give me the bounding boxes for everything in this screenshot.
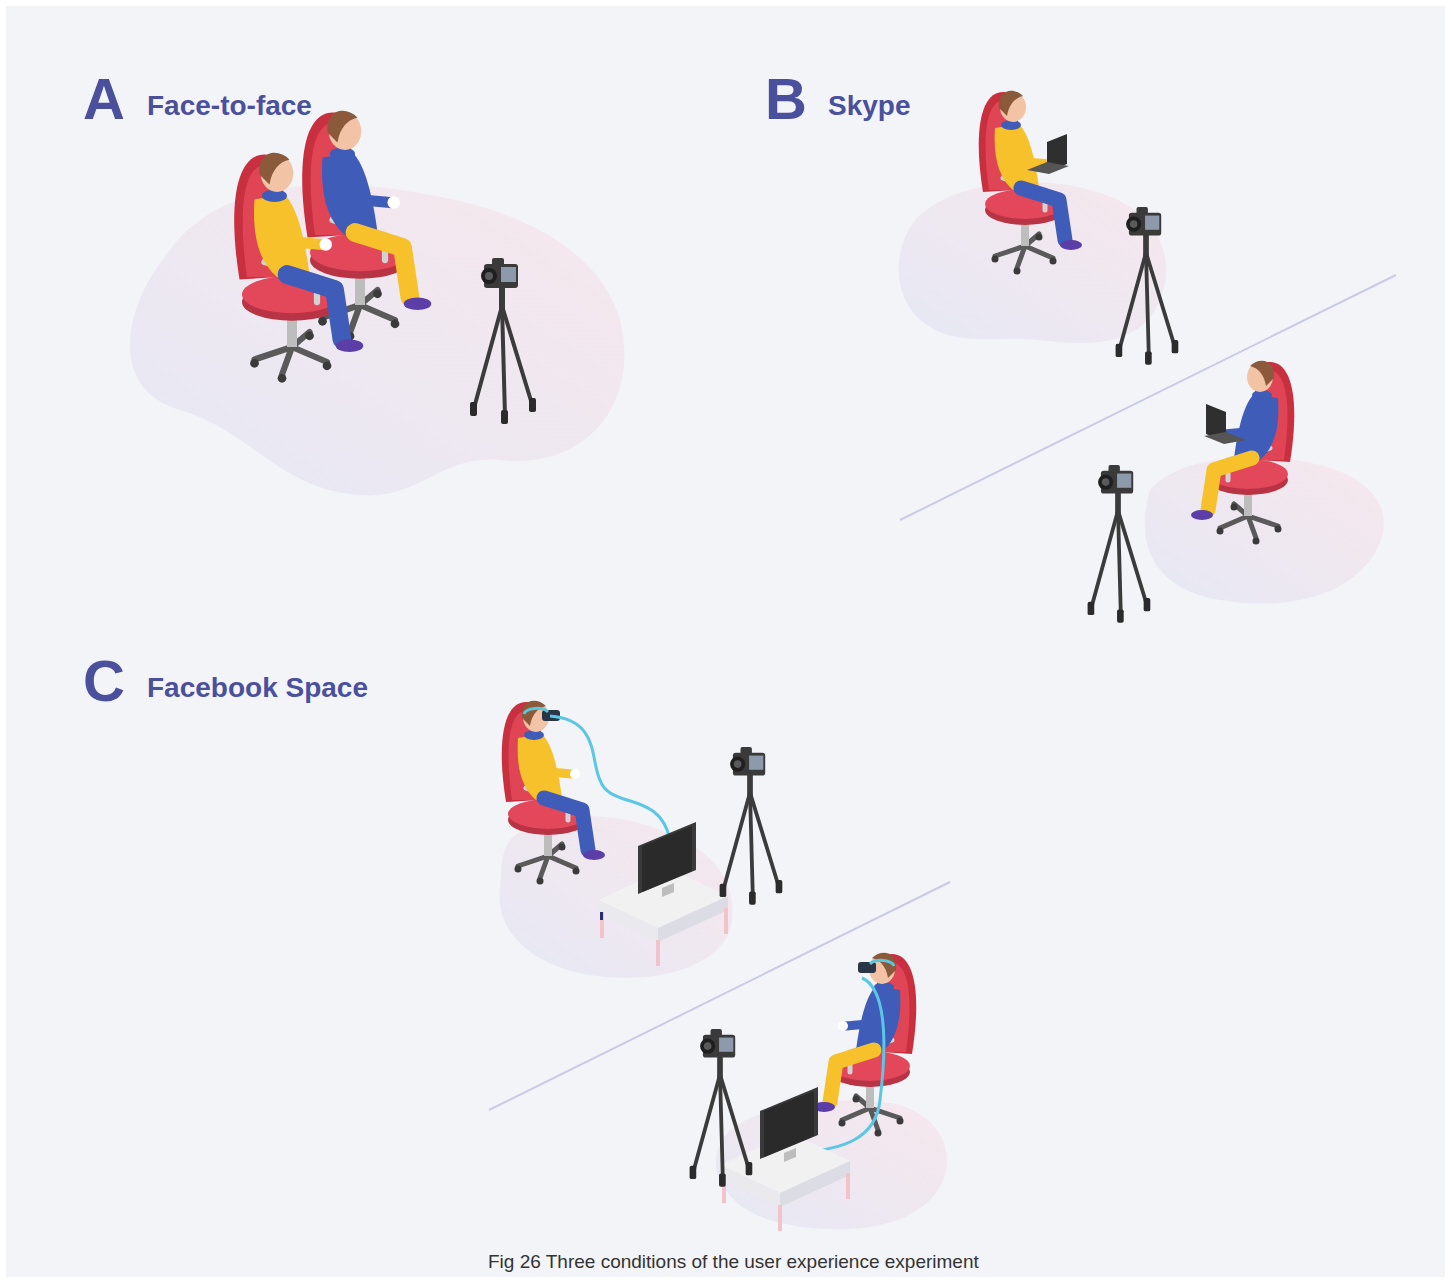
facebook-space-scene-part [720,1087,850,1231]
face-to-face-scene-part [470,258,536,424]
facebook-space-scene-part [550,716,670,840]
skype-scene-part-part [1204,404,1246,444]
skype-scene-part-part [1088,465,1151,623]
facebook-space-scene-part [502,701,605,885]
facebook-space-scene [489,701,950,1231]
skype-scene-part-part [1191,361,1294,545]
skype-scene [899,91,1396,623]
panel-letter: B [765,70,807,128]
facebook-space-scene-part-part [690,1029,753,1187]
panel-title: Skype [828,92,911,120]
facebook-space-scene-part [720,747,783,905]
skype-scene-part-part [979,91,1082,275]
facebook-space-scene-part-part [720,747,783,905]
facebook-space-scene-part [500,816,733,978]
skype-scene-part-part [1027,134,1069,174]
face-to-face-scene [130,111,624,496]
panel-title: Facebook Space [147,674,368,702]
facebook-space-scene-part-part [598,822,728,966]
skype-scene-part-part [1116,207,1179,365]
figure-caption: Fig 26 Three conditions of the user expe… [488,1252,979,1271]
face-to-face-scene-part-part [470,258,536,424]
panel-letter: A [83,70,125,128]
facebook-space-scene-part [598,822,728,966]
face-to-face-scene-part [234,153,363,383]
facebook-space-scene-part [690,1029,753,1187]
panel-letter: C [83,652,125,710]
panel-title: Face-to-face [147,92,312,120]
facebook-space-scene-part-part [524,708,560,721]
skype-scene-part [979,91,1082,275]
skype-scene-part [1088,465,1151,623]
skype-scene-part [1116,207,1179,365]
facebook-space-scene-part-part [858,960,894,973]
face-to-face-scene-part-part [234,153,363,383]
skype-scene-part [1191,361,1294,545]
facebook-space-scene-part-part [502,701,605,885]
facebook-space-scene-part-part [720,1087,850,1231]
